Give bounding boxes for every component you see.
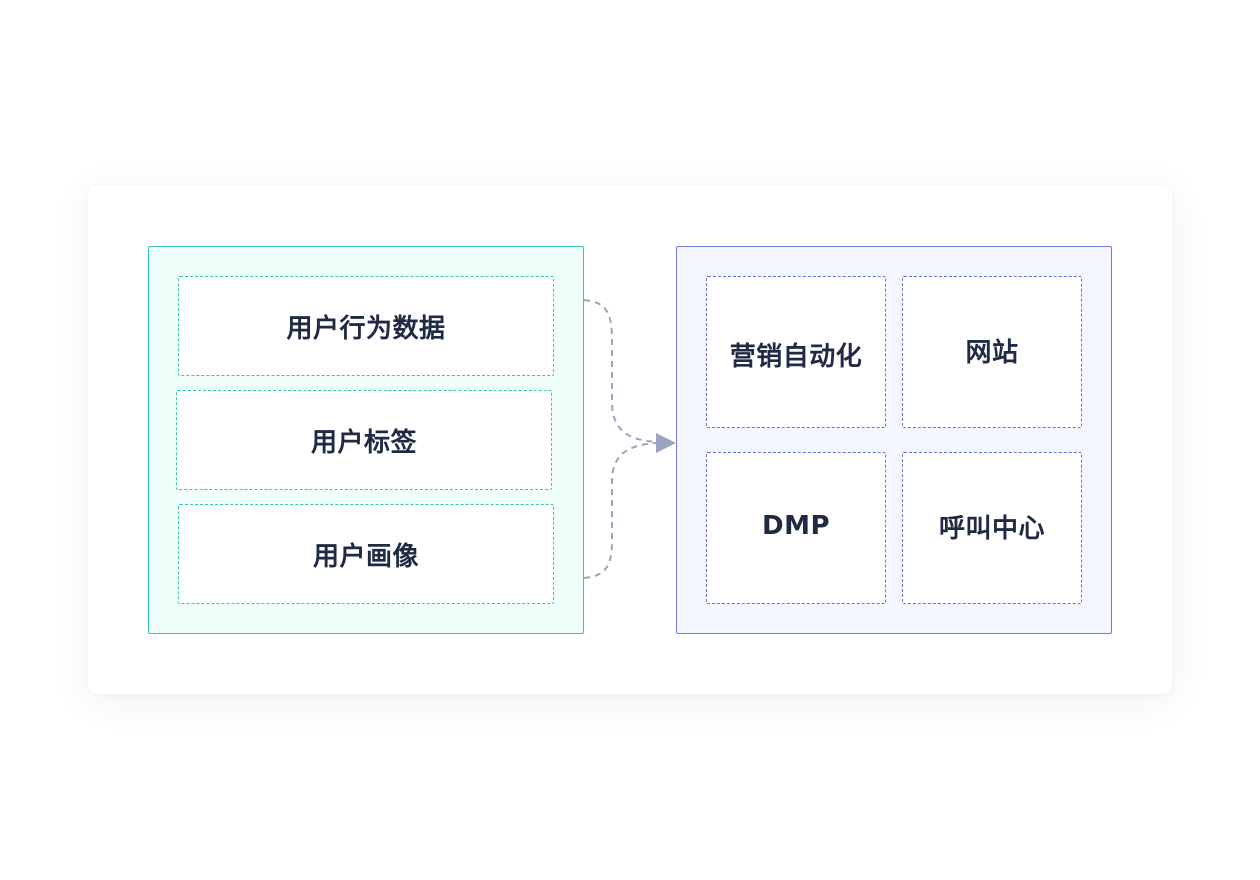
user-portrait-box: 用户画像 [178,504,554,604]
user-tags-box: 用户标签 [176,390,552,490]
website-box: 网站 [902,276,1082,428]
dmp-label: DMP [761,511,830,541]
user-portrait-label: 用户画像 [312,541,419,572]
user-tags-label: 用户标签 [310,427,417,458]
user-behavior-data-box: 用户行为数据 [178,276,554,376]
call-center-label: 呼叫中心 [938,513,1045,544]
user-behavior-data-label: 用户行为数据 [286,313,446,344]
call-center-box: 呼叫中心 [902,452,1082,604]
marketing-automation-label: 营销自动化 [729,341,863,372]
website-label: 网站 [965,337,1019,368]
dmp-box: DMP [706,452,886,604]
marketing-automation-box: 营销自动化 [706,276,886,428]
